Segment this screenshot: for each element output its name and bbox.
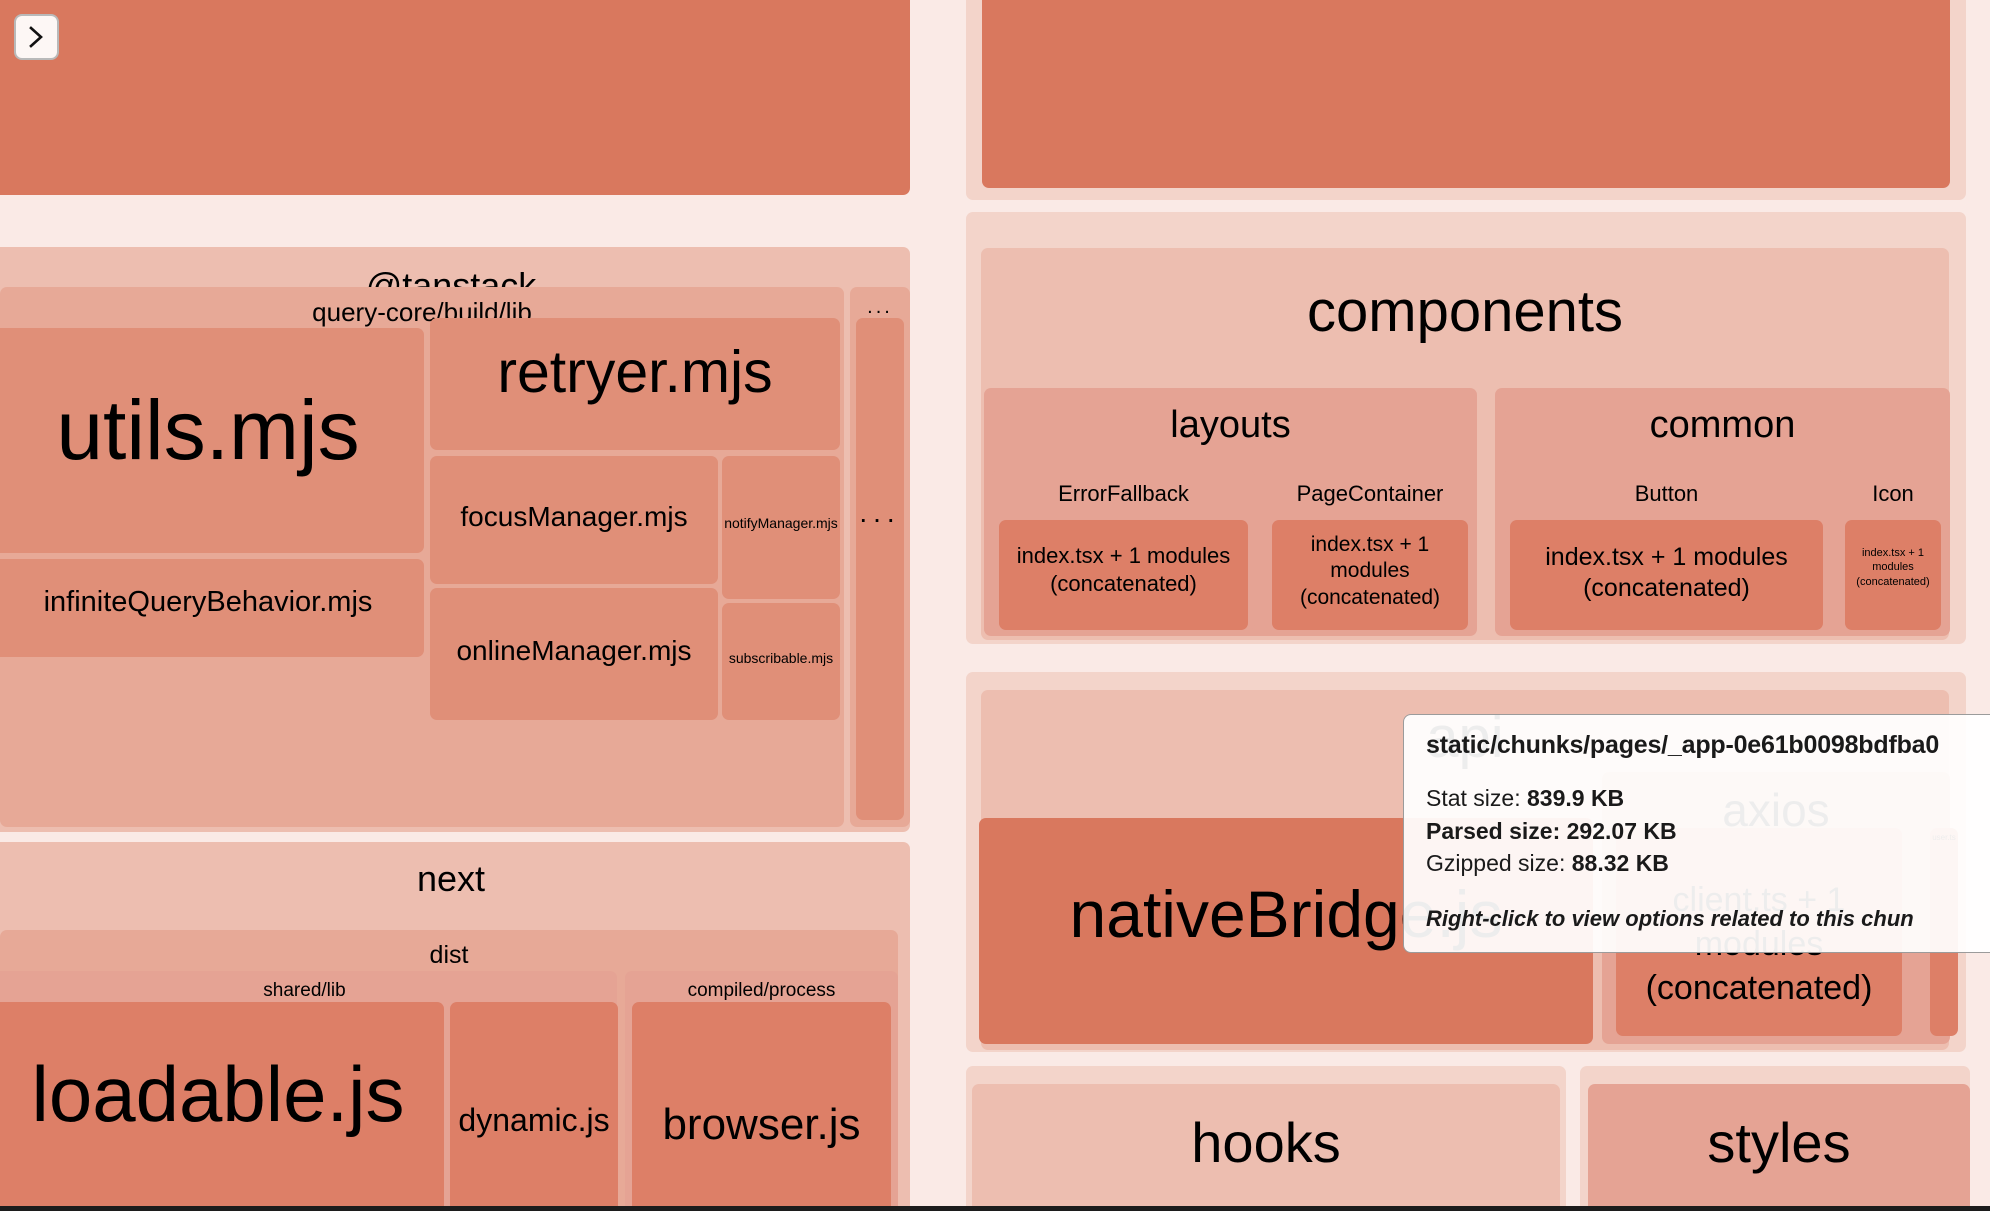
treemap-node-retryer-mjs[interactable]: retryer.mjs — [430, 318, 840, 450]
treemap-node-button-leaf[interactable]: index.tsx + 1 modules (concatenated) — [1510, 520, 1823, 630]
treemap-label-icon: Icon — [1872, 481, 1914, 506]
treemap-label-dynamic-js: dynamic.js — [458, 1102, 610, 1138]
tooltip-size-rows: Stat size: 839.9 KB Parsed size: 292.07 … — [1426, 782, 1990, 880]
tooltip-hint: Right-click to view options related to t… — [1426, 905, 1914, 931]
window-bottom-edge — [0, 1206, 1990, 1211]
treemap-node-loadable-js[interactable]: loadable.js — [0, 1002, 444, 1211]
treemap-node-subscribable-mjs[interactable]: subscribable.mjs — [722, 603, 840, 720]
treemap-node-utils-mjs[interactable]: utils.mjs — [0, 328, 424, 553]
treemap-node-focusmanager-mjs[interactable]: focusManager.mjs — [430, 456, 718, 584]
treemap-node-right-top-leaf[interactable] — [982, 0, 1950, 188]
treemap-label-components: components — [1307, 279, 1623, 344]
treemap-group-styles[interactable]: styles — [1588, 1084, 1970, 1211]
treemap-label-loadable-js: loadable.js — [31, 1050, 405, 1138]
treemap-label-errorfallback: ErrorFallback — [1058, 481, 1189, 506]
sidebar-toggle-button[interactable] — [14, 14, 59, 60]
treemap-node-browser-js[interactable]: browser.js — [632, 1002, 891, 1211]
treemap-node-icon-leaf[interactable]: index.tsx + 1 modules (concatenated) — [1845, 520, 1941, 630]
chevron-right-icon — [28, 26, 45, 48]
treemap-label-icon-leaf: index.tsx + 1 modules (concatenated) — [1856, 547, 1930, 588]
treemap-label-infinitequerybehavior-mjs: infiniteQueryBehavior.mjs — [43, 586, 373, 618]
treemap-label-common: common — [1649, 404, 1796, 446]
treemap-node-pagecontainer-leaf[interactable]: index.tsx + 1 modules (concatenated) — [1272, 520, 1468, 630]
tooltip-row-stat-size: Stat size: 839.9 KB — [1426, 782, 1990, 815]
treemap-label-onlinemanager-mjs: onlineManager.mjs — [456, 635, 692, 666]
treemap-node-errorfallback-leaf[interactable]: index.tsx + 1 modules (concatenated) — [999, 520, 1248, 630]
treemap-label-focusmanager-mjs: focusManager.mjs — [460, 501, 688, 532]
treemap-label-pagecontainer-leaf: index.tsx + 1 modules (concatenated) — [1299, 533, 1441, 609]
treemap-node-notifymanager-mjs[interactable]: notifyManager.mjs — [722, 456, 840, 599]
treemap-label-pagecontainer: PageContainer — [1296, 481, 1444, 506]
treemap-label-styles: styles — [1707, 1111, 1851, 1174]
treemap-label-subscribable-mjs: subscribable.mjs — [728, 650, 834, 666]
tooltip-row-parsed-size: Parsed size: 292.07 KB — [1426, 815, 1990, 848]
treemap-label-button-leaf: index.tsx + 1 modules (concatenated) — [1545, 543, 1788, 603]
treemap-label-retryer-mjs: retryer.mjs — [497, 339, 773, 405]
treemap-label-next-compiled-process: compiled/process — [687, 980, 836, 1001]
treemap-node-onlinemanager-mjs[interactable]: onlineManager.mjs — [430, 588, 718, 720]
treemap-node-tanstack-more-leaf[interactable]: ... — [856, 318, 904, 820]
treemap-node-left-top[interactable] — [0, 0, 910, 195]
treemap-label-browser-js: browser.js — [662, 1100, 861, 1149]
treemap-node-dynamic-js[interactable]: dynamic.js — [450, 1002, 618, 1211]
tooltip-stat-size-label: Stat size: — [1426, 785, 1521, 811]
treemap-label-layouts: layouts — [1170, 404, 1291, 446]
tooltip-title: static/chunks/pages/_app-0e61b0098bdfba0 — [1426, 731, 1940, 759]
treemap-label-next: next — [416, 858, 486, 899]
tooltip-parsed-size-value: 292.07 KB — [1566, 817, 1677, 844]
treemap-label-next-dist: dist — [429, 941, 469, 969]
treemap-node-infinitequerybehavior-mjs[interactable]: infiniteQueryBehavior.mjs — [0, 559, 424, 657]
panel-gutter — [932, 0, 942, 1211]
treemap-label-utils-mjs: utils.mjs — [56, 383, 360, 477]
treemap-label-tanstack-more-ellipsis: ... — [867, 296, 893, 318]
treemap-group-hooks[interactable]: hooks — [972, 1084, 1560, 1211]
tooltip-gzipped-size-value: 88.32 KB — [1571, 850, 1669, 877]
treemap-label-button: Button — [1634, 481, 1699, 506]
treemap-label-tanstack-more-leaf-ellipsis: ... — [859, 497, 901, 528]
chunk-tooltip: static/chunks/pages/_app-0e61b0098bdfba0… — [1403, 714, 1990, 953]
tooltip-parsed-size-label: Parsed size: — [1426, 817, 1561, 844]
treemap-label-next-shared-lib: shared/lib — [263, 980, 346, 1001]
treemap-label-hooks: hooks — [1191, 1111, 1341, 1174]
treemap-label-notifymanager-mjs: notifyManager.mjs — [724, 515, 838, 531]
tooltip-row-gzipped-size: Gzipped size: 88.32 KB — [1426, 847, 1990, 880]
treemap-label-errorfallback-leaf: index.tsx + 1 modules (concatenated) — [1016, 543, 1231, 596]
tooltip-gzipped-size-label: Gzipped size: — [1426, 850, 1566, 877]
tooltip-stat-size-value: 839.9 KB — [1527, 785, 1625, 811]
